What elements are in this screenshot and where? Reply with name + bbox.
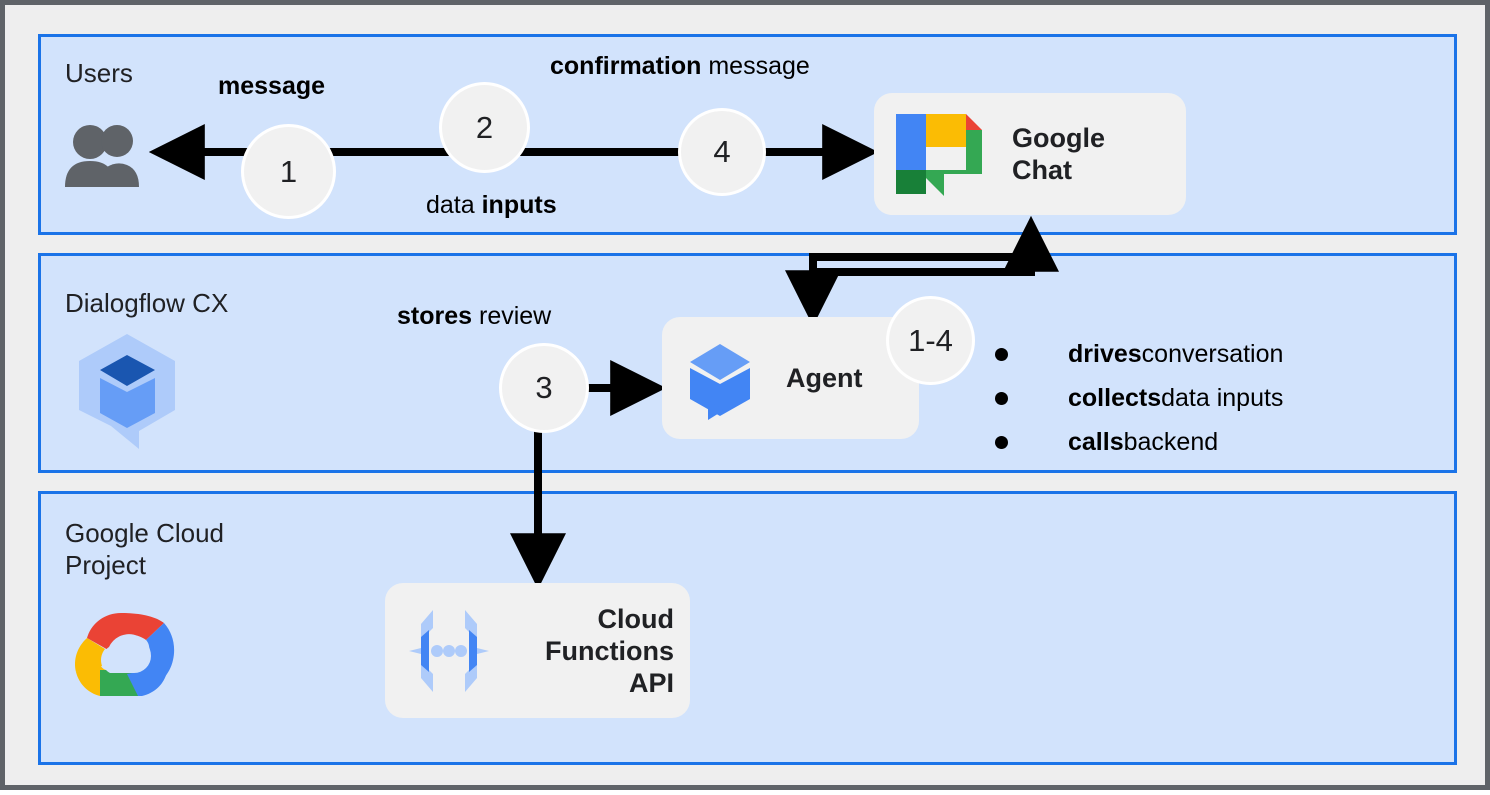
card-label-agent: Agent	[786, 363, 863, 393]
label-confirmation-bold: confirmation	[550, 52, 702, 80]
step-value-2: 2	[475, 109, 494, 145]
bullet-dot-icon	[995, 347, 1008, 361]
card-cloud-functions-api[interactable]: Cloud Functions API	[385, 583, 690, 718]
step-circle-1: 1	[244, 127, 333, 216]
panel-title-dialogflow-cx: Dialogflow CX	[65, 288, 229, 318]
bullet-bold: collects	[1068, 384, 1162, 412]
google-cloud-icon	[67, 607, 175, 699]
label-review-rest: review	[472, 302, 552, 330]
list-item: collects data inputs	[995, 383, 1283, 413]
label-confirmation-message: confirmation message	[550, 51, 810, 81]
label-stores-review: stores review	[397, 301, 551, 331]
cloud-functions-icon	[401, 602, 497, 700]
panel-title-google-cloud-project: Google Cloud Project	[65, 518, 224, 580]
card-label-google-chat: Google Chat	[1012, 123, 1105, 185]
step-value-3: 3	[535, 370, 553, 405]
label-message: message	[218, 71, 325, 101]
bullet-bold: calls	[1068, 428, 1124, 456]
bullet-rest: conversation	[1141, 340, 1284, 368]
dialogflow-agent-icon	[680, 336, 760, 420]
bullet-dot-icon	[995, 391, 1008, 405]
step-value-1: 1	[279, 153, 298, 189]
bullet-bold: drives	[1068, 340, 1142, 368]
panel-title-users: Users	[65, 58, 133, 88]
step-value-4: 4	[713, 134, 731, 169]
step-circle-1-4: 1-4	[889, 299, 972, 382]
card-agent[interactable]: Agent	[662, 317, 919, 439]
label-data-inputs: data inputs	[426, 190, 557, 220]
list-item: drives conversation	[995, 339, 1283, 369]
step-value-1-4: 1-4	[908, 322, 953, 358]
users-icon	[63, 123, 141, 191]
step-circle-4: 4	[681, 111, 763, 193]
bullet-rest: backend	[1123, 428, 1219, 456]
label-data-rest: data	[426, 191, 482, 219]
label-inputs-bold: inputs	[481, 191, 557, 219]
panel-google-cloud-project	[38, 491, 1457, 765]
dialogflow-cx-icon	[67, 330, 187, 454]
google-chat-icon	[892, 108, 988, 200]
list-item: calls backend	[995, 427, 1283, 457]
step-circle-3: 3	[502, 346, 586, 430]
bullet-rest: data inputs	[1161, 384, 1284, 412]
bullet-dot-icon	[995, 435, 1008, 449]
label-confirmation-rest: message	[701, 52, 810, 80]
agent-capability-list: drives conversation collects data inputs…	[995, 339, 1283, 471]
label-message-bold: message	[218, 72, 326, 100]
card-google-chat[interactable]: Google Chat	[874, 93, 1186, 215]
label-stores-bold: stores	[397, 302, 473, 330]
card-label-cloud-functions-api: Cloud Functions API	[545, 603, 674, 698]
step-circle-2: 2	[442, 85, 527, 170]
